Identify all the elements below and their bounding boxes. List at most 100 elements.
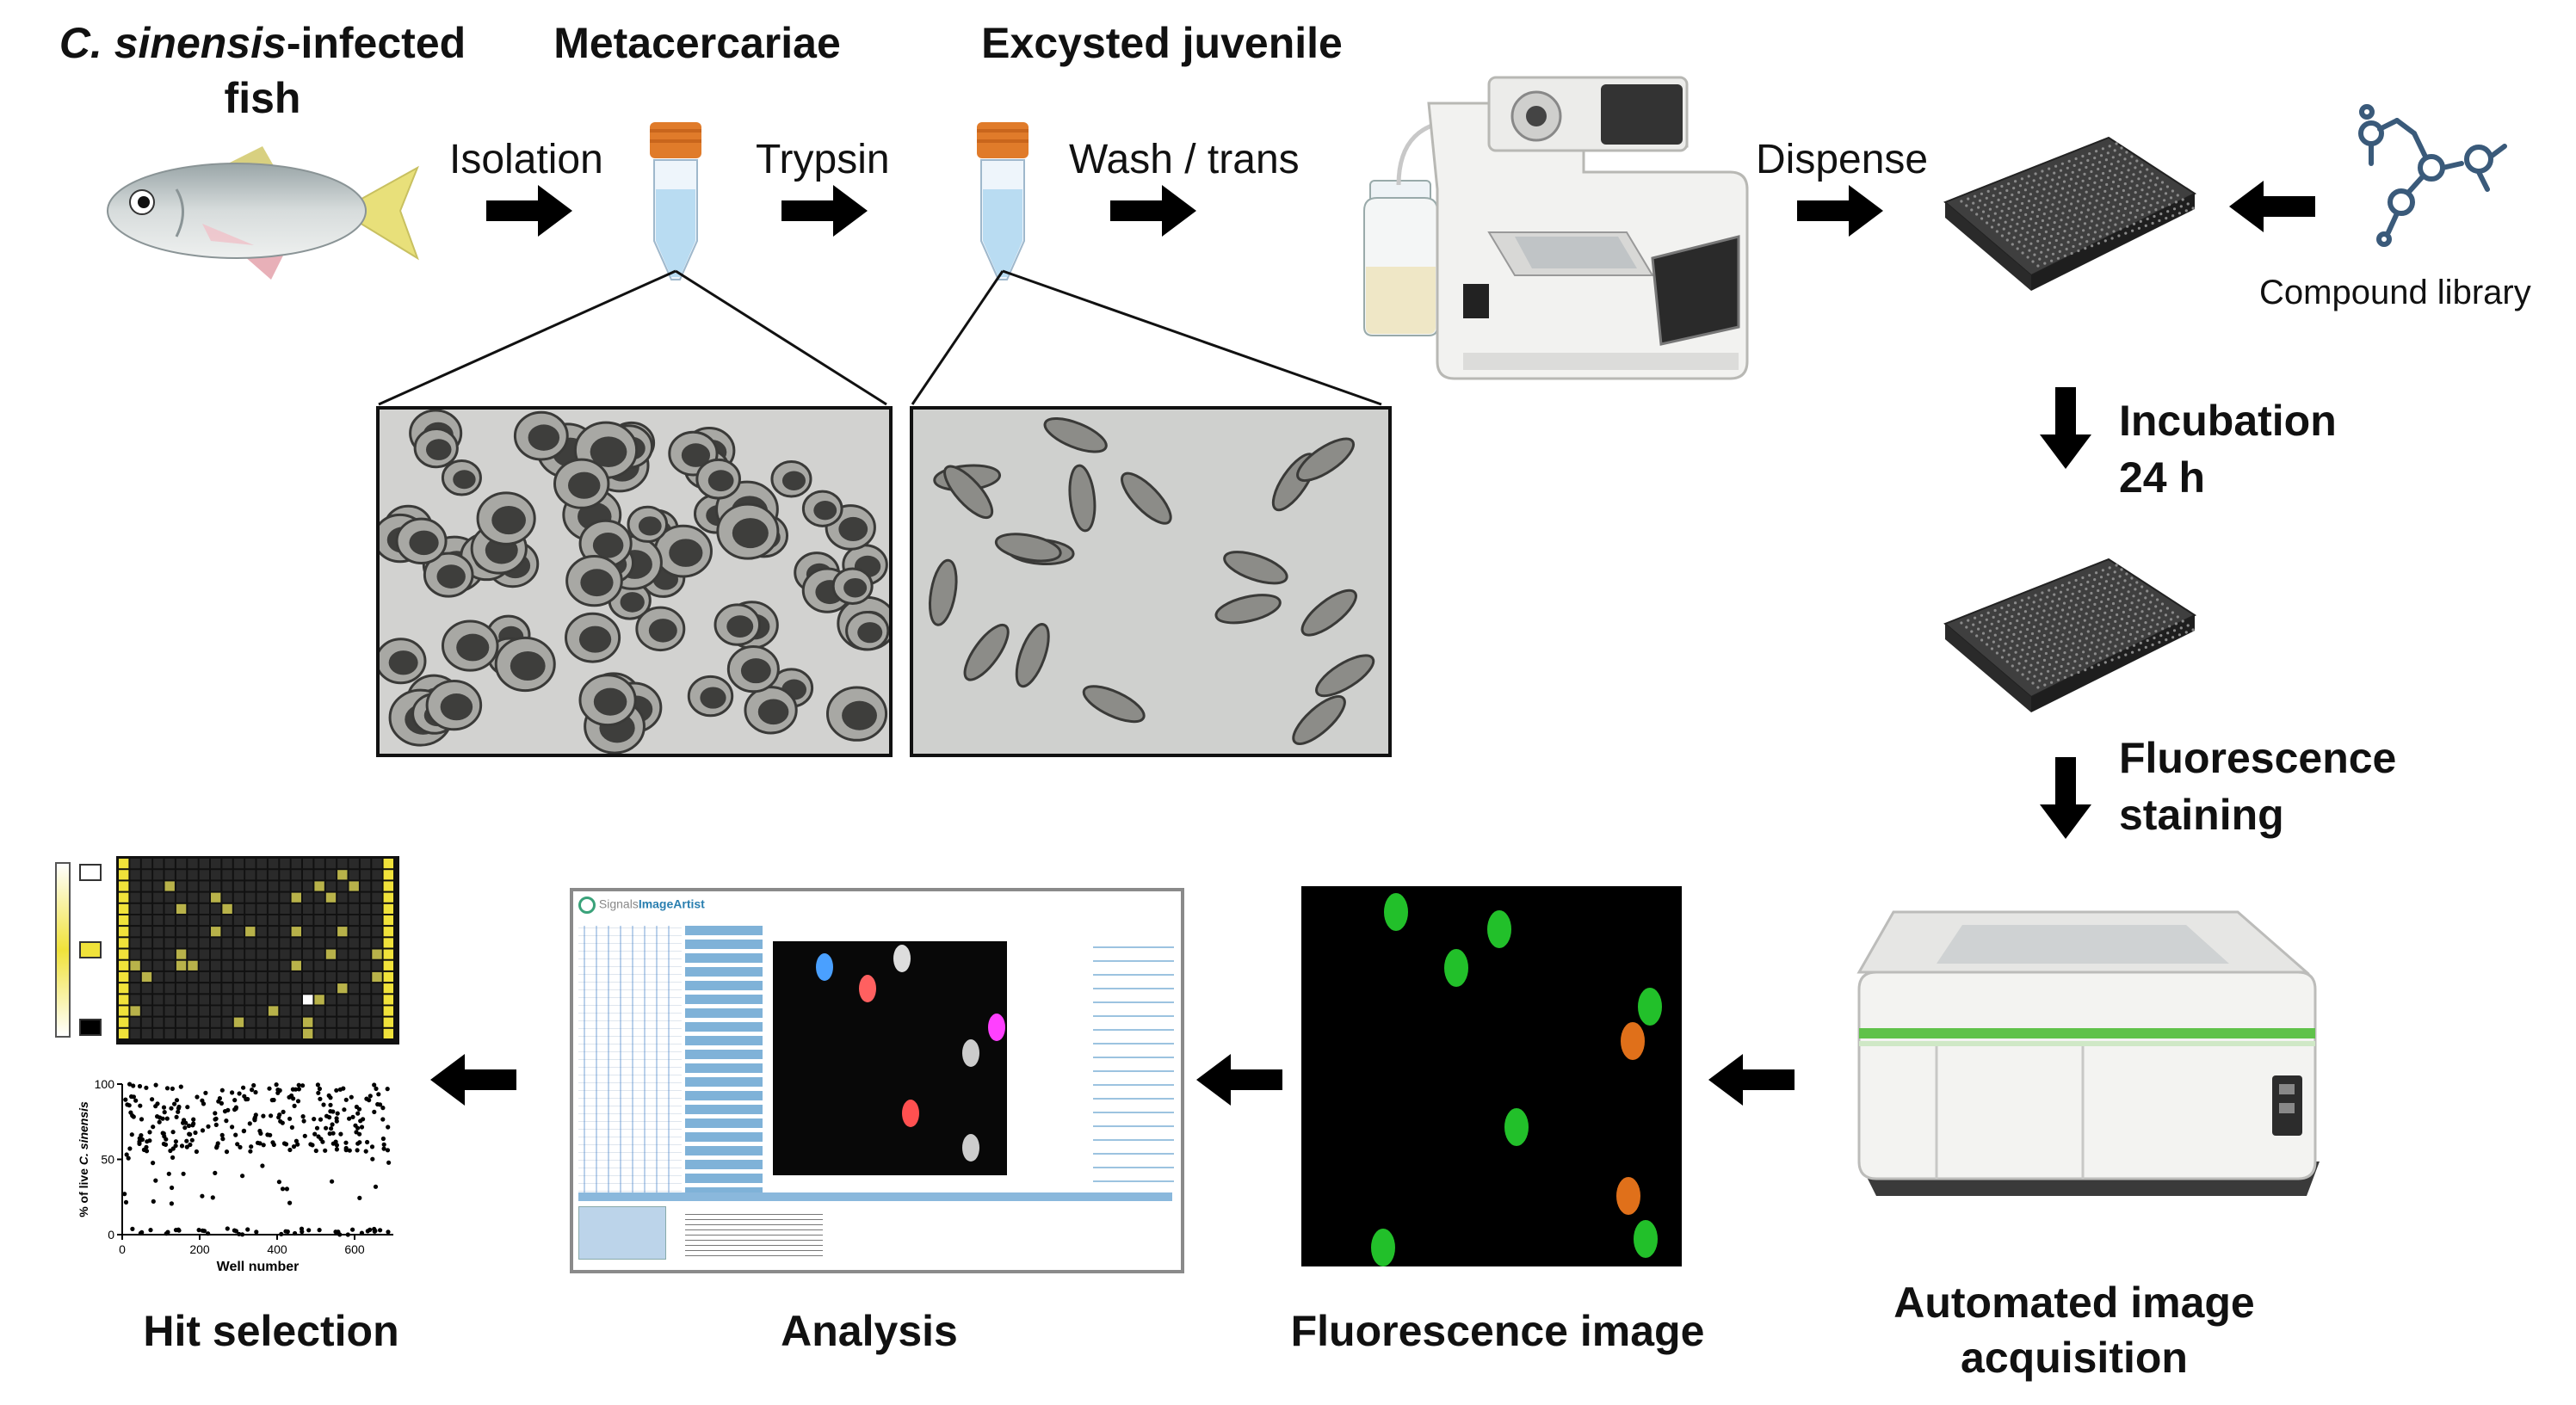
well [1997,644,2000,648]
scatter-point [334,1116,339,1121]
heatmap-cell [349,983,359,994]
heatmap-cell [222,983,232,994]
heatmap-cell [141,949,152,959]
heatmap-cell [314,938,324,948]
heatmap-cell [141,971,152,983]
well [2153,214,2156,219]
well [2060,162,2064,165]
well [2050,259,2054,262]
scatter-point [153,1082,158,1088]
segmented-object [962,1039,979,1067]
well [2027,596,2030,600]
heatmap-cell [141,983,152,994]
well [2031,260,2035,263]
heatmap-cell [360,938,371,948]
heatmap-cell [291,870,301,880]
well [2098,235,2102,238]
cyst-core [732,518,769,549]
well [2025,603,2029,607]
scatter-point [329,1126,334,1131]
heatmap-cell [372,983,382,994]
scatter-point [200,1098,205,1103]
heatmap-cell [199,960,209,971]
heatmap-cell [349,903,359,914]
well [2090,616,2093,619]
heatmap-cell [280,1017,290,1027]
well [2079,664,2082,668]
well [2061,633,2065,637]
scatter-point [122,1192,127,1197]
scatter-point [279,1231,284,1236]
cyst-core [409,530,439,556]
well [2093,157,2097,160]
well [2086,630,2090,633]
well [2085,612,2088,615]
well [2114,223,2117,226]
segmented-object [902,1100,919,1127]
heatmap-cell [383,995,393,1005]
heatmap-cell [349,1006,359,1016]
heatmap-cell [199,892,209,903]
well [2095,595,2098,600]
well [2134,588,2137,591]
well [2053,245,2056,249]
well [2149,204,2153,207]
well [2070,624,2073,627]
plate-side [1945,624,2031,712]
heatmap-cell [211,927,221,937]
well [2186,202,2190,206]
scatter-point [191,1117,196,1122]
heatmap-cell [141,881,152,891]
well [2079,243,2082,246]
heatmap-cell [349,870,359,880]
well [2104,158,2108,162]
heatmap-cell [337,971,348,983]
well [2085,215,2088,219]
scatter-point [225,1226,230,1231]
well [2023,610,2027,613]
heatmap-cell [303,859,313,869]
heatmap-cell [153,881,164,891]
heatmap-cell [141,1028,152,1038]
heatmap-cell [280,881,290,891]
scatter-point [280,1186,286,1192]
well [1990,647,1994,650]
well [2099,576,2103,579]
well [2128,608,2132,612]
well [2095,150,2098,153]
well [2024,213,2028,217]
well [2027,175,2030,178]
well [2135,159,2139,163]
well [2140,188,2144,192]
well [2151,619,2154,622]
scatter-point [337,1232,343,1237]
heatmap-cell [233,859,244,869]
well [2103,587,2107,590]
heatmap-cell [164,870,175,880]
heatmap-cell [245,927,256,937]
well [2097,167,2100,171]
well [2134,215,2137,219]
well [2097,613,2100,617]
scatter-point [141,1147,146,1152]
cyst-core [425,439,452,460]
well [2110,584,2113,588]
well [1981,210,1986,213]
well [2041,219,2044,223]
software-name-prefix: Signals [598,897,639,911]
heatmap-cell [325,915,337,926]
well [1983,625,1986,628]
scatter-point [300,1083,306,1088]
well [2033,675,2036,678]
step-wash-trans: Wash / trans [1069,137,1300,182]
heatmap-cell [383,892,393,903]
well [2048,217,2051,220]
well [2072,666,2075,670]
well [2012,632,2016,636]
step-incubation-line2: 24 h [2119,453,2206,502]
scatter-point [127,1081,133,1087]
software-right-panel [1093,934,1174,1192]
well [2097,192,2100,195]
well [2091,609,2095,613]
